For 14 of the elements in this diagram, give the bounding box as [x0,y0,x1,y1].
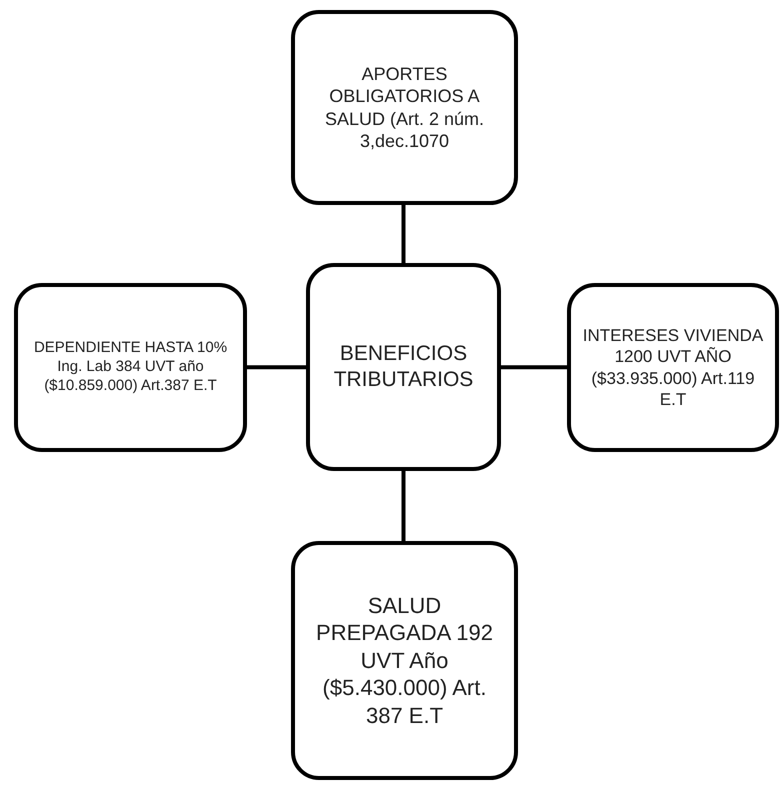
connector-line [402,205,406,263]
box-text: DEPENDIENTE HASTA 10% Ing. Lab 384 UVT año ($10.859.000) Art.387 E.T [32,339,228,396]
box-text: BENEFICIOS TRIBUTARIOS [332,340,474,393]
rounded-box [306,263,501,471]
connector-line [247,365,306,370]
rounded-box [567,283,779,452]
connector-line [402,471,406,541]
box-text: INTERESES VIVIENDA 1200 UVT AÑO ($33.935.000) Art.119 E.T [582,325,764,410]
box-text: SALUD PREPAGADA 192 UVT Año ($5.430.000) Art. 387 E.T [315,592,494,730]
rounded-box [14,283,247,452]
rounded-box [291,10,518,205]
rounded-box [291,541,518,780]
box-text: APORTES OBLIGATORIOS A SALUD (Art. 2 núm. 3,dec.1070 [324,62,486,152]
connector-line [501,365,567,370]
